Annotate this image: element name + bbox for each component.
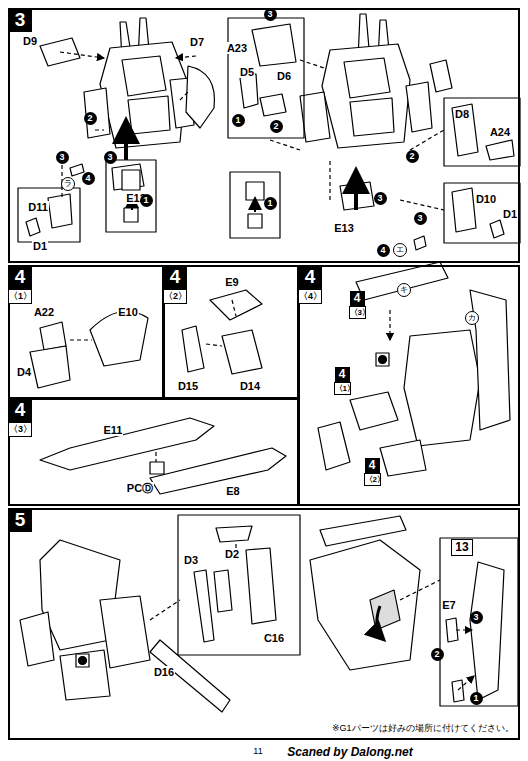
callout-number: 3: [264, 8, 277, 21]
assembly-arrows: [60, 52, 444, 210]
footnote: ※G1パーツは好みの場所に付けてください。: [332, 723, 514, 734]
part-label: A22: [33, 306, 55, 318]
callout-number: 3: [374, 192, 387, 205]
robot-right: [228, 14, 520, 250]
part-label: E8: [225, 485, 240, 497]
page-number: 11: [253, 746, 262, 756]
step-ref-sub: 〈3〉: [349, 306, 366, 319]
callout-number: 2: [270, 120, 283, 133]
sub-step: 〈1〉: [8, 289, 32, 304]
step-ref: 4: [350, 291, 365, 306]
sub-step: 〈4〉: [298, 289, 322, 304]
callout-number: 3: [104, 151, 117, 164]
part-label: D16: [153, 666, 175, 678]
part-label: A23: [226, 42, 248, 54]
part-label: D5: [239, 66, 255, 78]
part-label: D11: [27, 201, 49, 213]
part-label: E7: [441, 599, 456, 611]
part-label: D14: [239, 380, 261, 392]
step-ref-sub: 〈2〉: [364, 473, 381, 486]
callout-number: 3: [470, 611, 483, 624]
callout-number: 1: [264, 197, 277, 210]
sub-step: 〈3〉: [8, 422, 32, 437]
callout-number: 3: [56, 151, 69, 164]
part-label: E13: [333, 222, 355, 234]
step-ref: 4: [365, 458, 380, 473]
watermark: Scaned by Dalong.net: [287, 745, 412, 759]
step-number: 4: [8, 398, 32, 422]
step-panel: 3: [8, 8, 520, 263]
part-label: D7: [189, 36, 205, 48]
part-label: D3: [183, 554, 199, 566]
seal-mark: キ: [397, 283, 411, 297]
part-label: D4: [16, 366, 32, 378]
sub-step: 〈2〉: [163, 289, 187, 304]
part-label: D15: [177, 380, 199, 392]
part-label: A24: [489, 126, 511, 138]
part-label: D8: [454, 108, 470, 120]
part-label: D6: [276, 70, 292, 82]
seal-mark: エ: [393, 243, 407, 257]
step-panel: 4〈4〉: [298, 265, 520, 506]
part-label: D2: [224, 548, 240, 560]
robot-5: [20, 515, 518, 712]
step-ref: 4: [335, 367, 350, 382]
callout-number: 1: [470, 692, 483, 705]
part-label: E10: [117, 306, 139, 318]
part-label: D1: [32, 240, 48, 252]
step-number: 4: [8, 265, 32, 289]
part-label: PCⒹ: [126, 482, 154, 494]
insert-arrow: [124, 120, 128, 160]
step-ref-sub: 〈1〉: [334, 382, 351, 395]
callout-number: 3: [414, 212, 427, 225]
callout-number: 2: [431, 648, 444, 661]
step-panel: 4〈1〉: [8, 265, 164, 399]
callout-number: 2: [406, 150, 419, 163]
callout-number: 2: [84, 112, 97, 125]
callout-number: 1: [140, 194, 153, 207]
part-label: D9: [22, 35, 38, 47]
part-label: E11: [103, 424, 124, 436]
part-label: D10: [475, 193, 497, 205]
step-panel: 5: [8, 508, 520, 740]
part-label: E9: [224, 276, 239, 288]
parts-4: [30, 290, 286, 494]
callout-number: 4: [377, 244, 390, 257]
part-label: D1: [502, 208, 518, 220]
step-number: 4: [298, 265, 322, 289]
robot-4-4: [318, 262, 510, 476]
seal-mark: ラ: [61, 177, 75, 191]
callout-number: 4: [82, 172, 95, 185]
robot-left: [18, 18, 214, 242]
step-number: 5: [8, 508, 32, 532]
callout-number: 1: [232, 114, 245, 127]
seal-mark: カ: [465, 311, 479, 325]
ref-box: 13: [451, 539, 472, 556]
step-number: 4: [163, 265, 187, 289]
step-number: 3: [8, 8, 32, 32]
part-label: C16: [263, 632, 285, 644]
